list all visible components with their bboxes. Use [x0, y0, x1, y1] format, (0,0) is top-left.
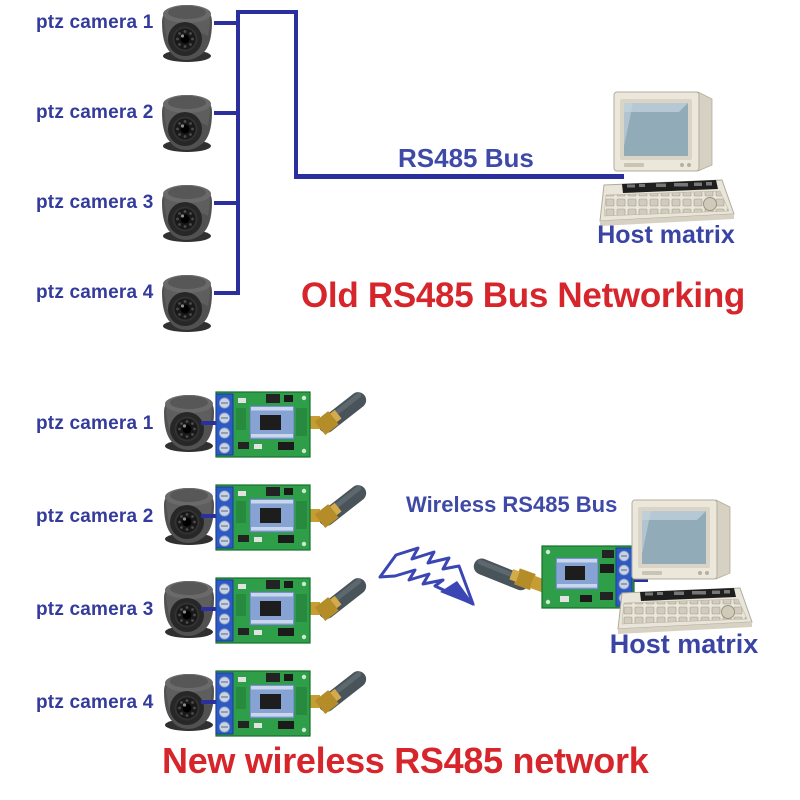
host-matrix-icon [594, 88, 744, 228]
new-camera-3-label: ptz camera 3 [36, 599, 154, 620]
bus-branch-line-3 [214, 201, 240, 205]
wireless-rs485-module-icon [214, 657, 379, 742]
new-camera-1-label: ptz camera 1 [36, 413, 154, 434]
new-camera-2-label: ptz camera 2 [36, 506, 154, 527]
bus-branch-line-1 [214, 21, 240, 25]
wireless-rs485-bus-label: Wireless RS485 Bus [406, 492, 618, 517]
camera-module-link-4 [201, 700, 221, 704]
module-host-link [634, 578, 648, 582]
wireless-rs485-module-icon [214, 378, 379, 463]
dome-camera-icon [154, 92, 220, 154]
dome-camera-icon [154, 272, 220, 334]
dome-camera-icon [154, 182, 220, 244]
camera-module-link-1 [201, 421, 221, 425]
lightning-bolt-icon [377, 543, 482, 623]
bus-vertical-line [236, 10, 240, 295]
rs485-bus-label: RS485 Bus [398, 143, 534, 173]
camera-module-link-2 [201, 514, 221, 518]
old-camera-1-label: ptz camera 1 [36, 12, 154, 33]
wireless-rs485-module-icon [214, 564, 379, 649]
old-camera-4-label: ptz camera 4 [36, 282, 154, 303]
bus-branch-line-2 [214, 111, 240, 115]
old-section-title: Old RS485 Bus Networking [301, 276, 746, 315]
camera-module-link-3 [201, 607, 221, 611]
bus-main-line [294, 174, 624, 179]
old-camera-3-label: ptz camera 3 [36, 192, 154, 213]
bus-top-line [236, 10, 298, 14]
dome-camera-icon [154, 2, 220, 64]
old-host-matrix-label: Host matrix [597, 221, 735, 249]
bus-branch-line-4 [214, 291, 240, 295]
old-camera-2-label: ptz camera 2 [36, 102, 154, 123]
wireless-rs485-module-icon [214, 471, 379, 556]
new-host-matrix-label: Host matrix [609, 629, 759, 659]
bus-drop-line [294, 10, 298, 178]
new-camera-4-label: ptz camera 4 [36, 692, 154, 713]
new-section-title: New wireless RS485 network [162, 740, 649, 781]
host-matrix-icon [612, 496, 762, 636]
